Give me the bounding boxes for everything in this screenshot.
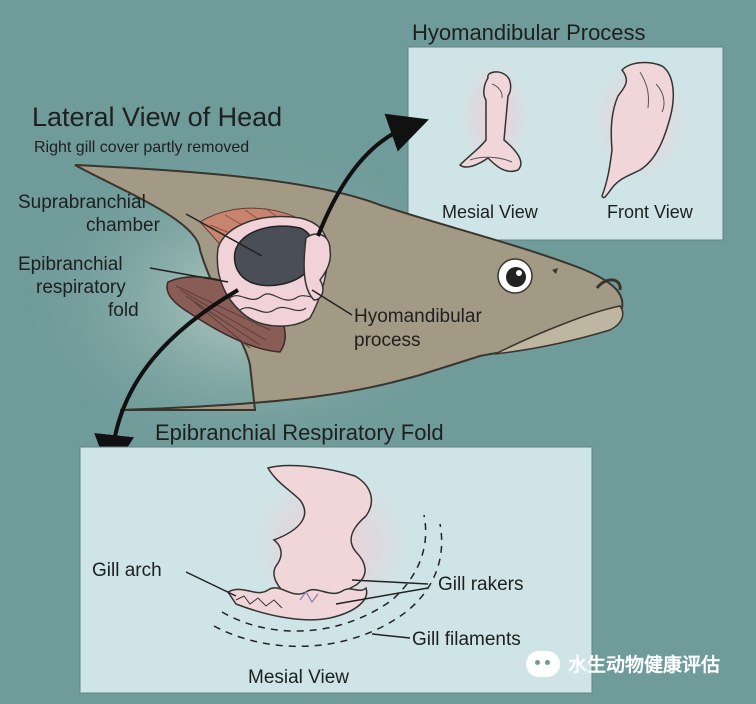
lateral-view-subtitle: Right gill cover partly removed (34, 139, 249, 156)
label-chamber: chamber (86, 215, 161, 236)
fold-panel-title: Epibranchial Respiratory Fold (155, 420, 444, 445)
fish-head (74, 164, 624, 411)
watermark-text: 水生动物健康评估 (568, 654, 721, 676)
fold-leader-lines (185, 571, 429, 639)
label-process: process (354, 330, 421, 351)
label-respiratory: respiratory (36, 277, 126, 298)
label-epibranchial: Epibranchial (18, 254, 123, 275)
watermark: 水生动物健康评估 (526, 650, 720, 677)
label-hyomandibular: Hyomandibular (354, 306, 482, 327)
wechat-icon (526, 650, 560, 677)
hyomandibular-panel: Hyomandibular Process Mesial View Front … (407, 20, 724, 241)
fold-panel: Epibranchial Respiratory Fold Gill arch … (79, 420, 593, 694)
arrow-to-fold (94, 288, 240, 475)
arrow-to-hyomandibular (316, 113, 429, 237)
label-fold: fold (108, 300, 139, 321)
label-suprabranchial: Suprabranchial (18, 192, 146, 213)
label-gill-arch: Gill arch (92, 560, 162, 581)
hyomandibular-mesial-label: Mesial View (442, 202, 539, 222)
label-fold-mesial-view: Mesial View (248, 667, 349, 688)
head-leader-lines (149, 213, 353, 316)
label-gill-filaments: Gill filaments (412, 629, 521, 650)
hyomandibular-mesial-drawing (458, 60, 529, 172)
hyomandibular-panel-title: Hyomandibular Process (412, 20, 646, 45)
hyomandibular-front-label: Front View (607, 202, 694, 222)
fold-drawing (213, 464, 443, 648)
hyomandibular-front-drawing (592, 60, 688, 199)
label-gill-rakers: Gill rakers (438, 574, 524, 595)
lateral-view-title: Lateral View of Head (32, 102, 282, 132)
